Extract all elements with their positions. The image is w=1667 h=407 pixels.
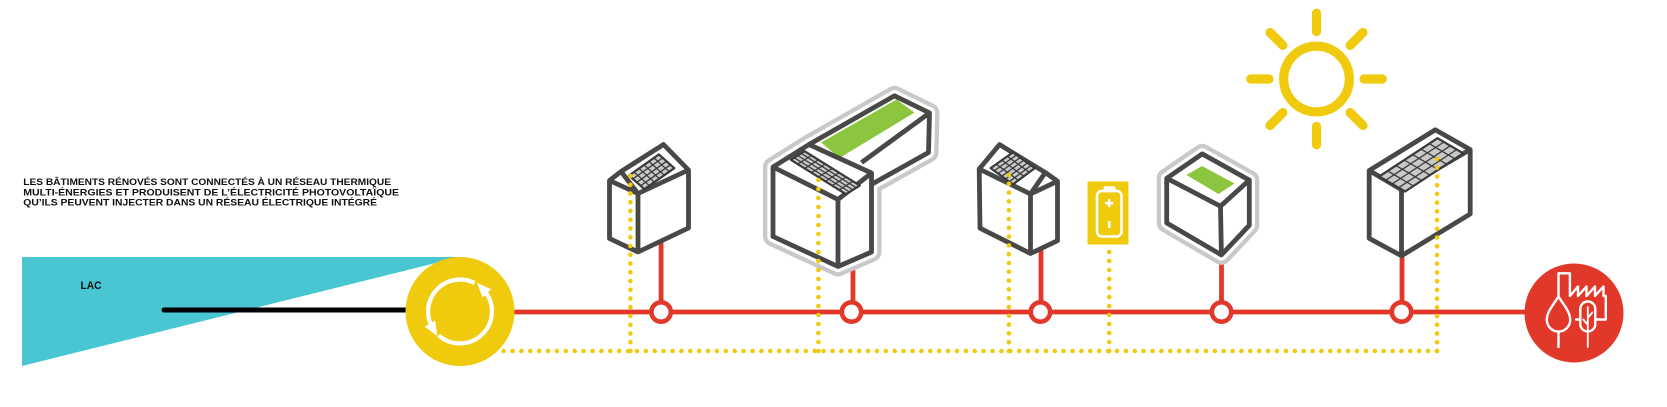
svg-text:LES BÂTIMENTS RÉNOVÉS SONT CON: LES BÂTIMENTS RÉNOVÉS SONT CONNECTÉS À U…: [23, 176, 391, 187]
svg-text:QU’ILS PEUVENT INJECTER DANS U: QU’ILS PEUVENT INJECTER DANS UN RÉSEAU É…: [23, 197, 377, 208]
svg-text:LAC: LAC: [81, 280, 102, 292]
svg-text:MULTI-ÉNERGIES ET PRODUISENT D: MULTI-ÉNERGIES ET PRODUISENT DE L’ÉLECTR…: [23, 186, 399, 197]
